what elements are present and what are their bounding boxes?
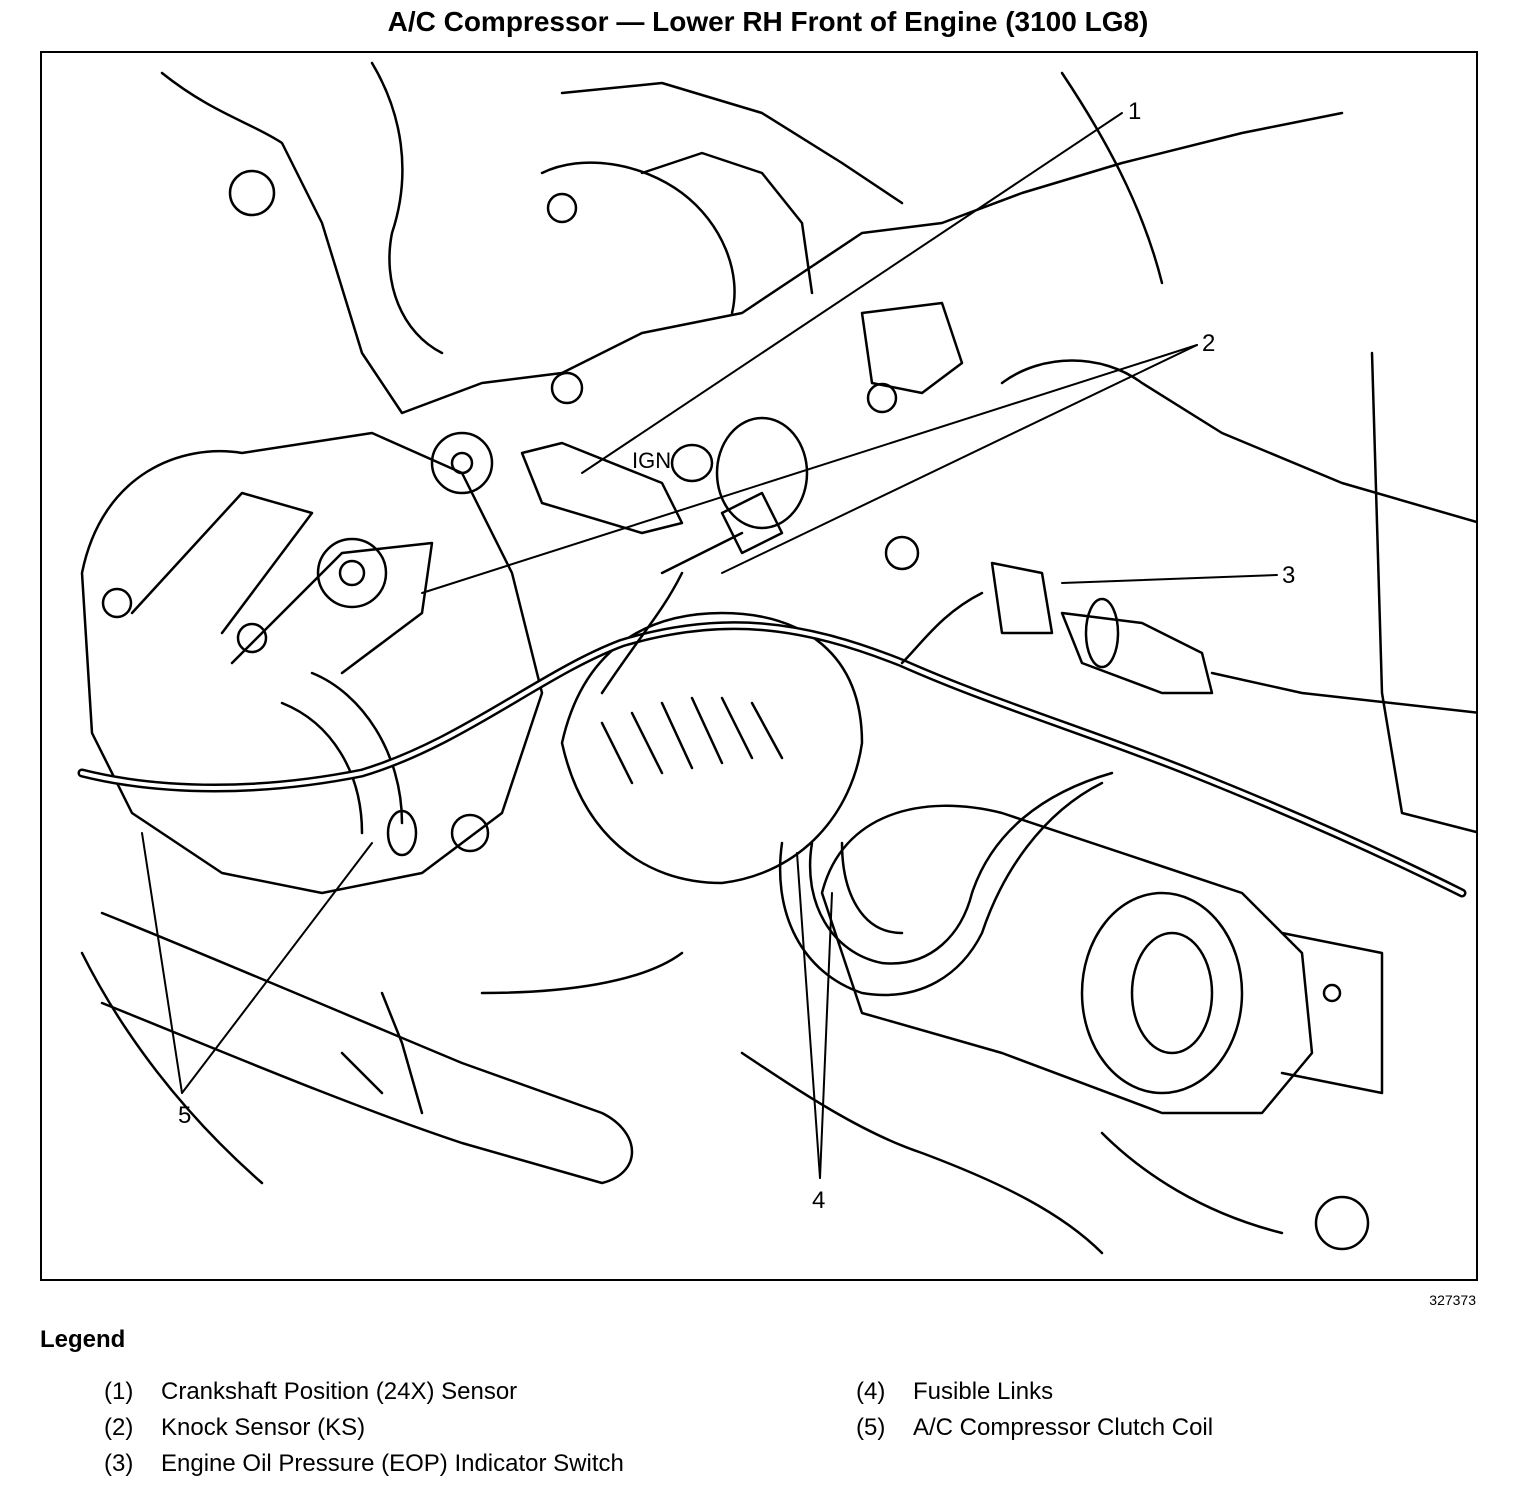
leader-5b [181,842,373,1094]
wiring-harness [77,621,1467,898]
legend-text: Fusible Links [913,1378,1054,1405]
legend-item: (3) Engine Oil Pressure (EOP) Indicator … [104,1450,624,1486]
leader-3 [1061,574,1278,584]
legend-number: (1) [104,1378,134,1405]
legend-item: (5) A/C Compressor Clutch Coil [856,1414,1213,1450]
legend-item: (1) Crankshaft Position (24X) Sensor [104,1378,624,1414]
legend-column-right: (4) Fusible Links (5) A/C Compressor Clu… [856,1378,1213,1450]
leader-2b [721,344,1198,574]
callout-5: 5 [178,1102,191,1129]
leader-4a [796,852,821,1179]
legend-number: (3) [104,1450,134,1477]
callout-3: 3 [1282,562,1295,589]
legend-text: A/C Compressor Clutch Coil [913,1414,1214,1441]
legend-column-left: (1) Crankshaft Position (24X) Sensor (2)… [104,1378,624,1486]
legend-number: (4) [856,1378,886,1405]
illustration-frame: IGN [40,51,1478,1281]
crankshaft-sensor [520,441,684,535]
diagram-title: A/C Compressor — Lower RH Front of Engin… [387,6,1149,37]
legend-item: (2) Knock Sensor (KS) [104,1414,624,1450]
knock-sensor [720,491,784,555]
figure-number: 327373 [1429,1292,1476,1308]
leader-4b [819,892,833,1179]
engine-illustration: IGN [77,61,1476,1255]
ac-compressor [80,431,544,895]
bolt [546,192,578,224]
callout-4: 4 [812,1187,825,1214]
bolt [101,587,133,619]
leader-1 [581,112,1123,474]
callout-1: 1 [1128,98,1141,125]
legend-heading: Legend [40,1326,126,1353]
sensor-stamp: IGN [632,448,671,473]
callout-2: 2 [1202,330,1215,357]
legend-text: Crankshaft Position (24X) Sensor [161,1378,518,1405]
legend-text: Knock Sensor (KS) [161,1414,366,1441]
leader-5 [141,832,183,1094]
legend-text: Engine Oil Pressure (EOP) Indicator Swit… [161,1450,624,1477]
legend-number: (2) [104,1414,134,1441]
legend-number: (5) [856,1414,886,1441]
fusible-links [778,781,1104,997]
engine-block-outline [160,71,1344,415]
bolt [236,622,268,654]
bolt [450,813,490,853]
legend-item: (4) Fusible Links [856,1378,1213,1414]
callout-leaders [141,112,1278,1179]
oil-filter [560,611,864,885]
bolt [884,535,920,571]
bolt [866,382,898,414]
leader-2 [421,344,1198,594]
lower-tube [100,911,634,1185]
eop-switch [990,561,1054,635]
starter-motor [820,804,1314,1115]
